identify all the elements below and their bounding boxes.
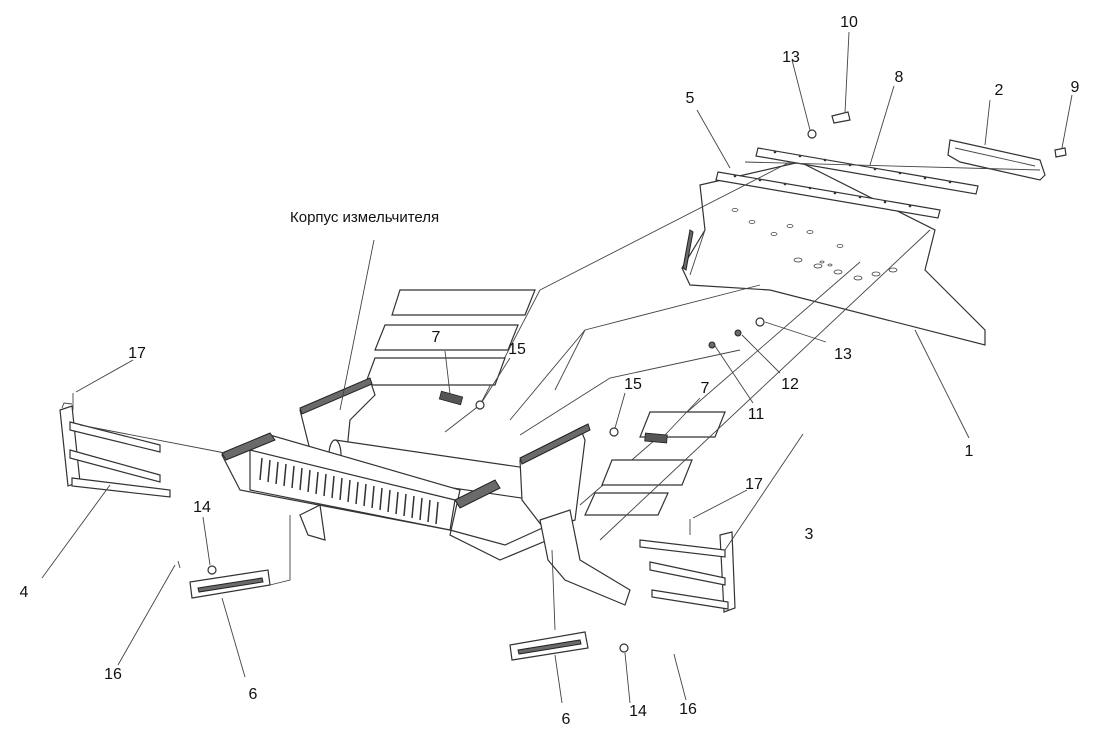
callout-16-left: 16 bbox=[104, 666, 122, 683]
fasteners-top bbox=[708, 111, 1067, 349]
callout-15-left: 15 bbox=[508, 341, 526, 358]
callout-1: 1 bbox=[965, 443, 974, 460]
springs bbox=[438, 390, 668, 444]
callout-5: 5 bbox=[686, 90, 695, 107]
callout-15-right: 15 bbox=[624, 376, 642, 393]
callout-17-left: 17 bbox=[128, 345, 146, 362]
main-housing bbox=[221, 377, 631, 606]
part-4-grate bbox=[59, 402, 171, 498]
callout-4: 4 bbox=[20, 584, 29, 601]
callout-11: 11 bbox=[748, 406, 765, 423]
callout-13-top: 13 bbox=[782, 49, 800, 66]
plate-holes bbox=[731, 208, 898, 281]
callout-3: 3 bbox=[805, 526, 814, 543]
callout-13-right: 13 bbox=[834, 346, 852, 363]
part-8-strip bbox=[755, 147, 979, 195]
callout-16-right: 16 bbox=[679, 701, 697, 718]
leader-lines bbox=[41, 31, 1073, 704]
callout-14-left: 14 bbox=[193, 499, 211, 516]
part-1-plate bbox=[681, 161, 986, 346]
part-2-bracket bbox=[947, 139, 1046, 181]
callout-6-right: 6 bbox=[562, 711, 571, 728]
callout-17-right: 17 bbox=[745, 476, 763, 493]
callout-8: 8 bbox=[895, 69, 904, 86]
callout-12: 12 bbox=[781, 376, 799, 393]
callout-2: 2 bbox=[995, 82, 1004, 99]
callout-9: 9 bbox=[1071, 79, 1080, 96]
callout-10: 10 bbox=[840, 14, 858, 31]
pins bbox=[72, 393, 691, 663]
callout-7-right: 7 bbox=[701, 380, 710, 397]
callouts: 1 2 3 4 5 6 6 7 7 8 9 10 11 12 13 13 14 … bbox=[20, 14, 1080, 728]
part-3-grate bbox=[639, 531, 736, 613]
part-6-latch-right bbox=[509, 631, 629, 661]
callout-14-right: 14 bbox=[629, 703, 647, 720]
part-5-strip bbox=[715, 171, 941, 219]
grille-slots bbox=[259, 457, 439, 525]
callout-6-left: 6 bbox=[249, 686, 258, 703]
nuts-15 bbox=[475, 400, 619, 437]
shredder-body-caption: Корпус измельчителя bbox=[290, 209, 439, 226]
callout-7-left: 7 bbox=[432, 329, 441, 346]
part-6-latch-left bbox=[189, 565, 271, 599]
shredder-body-outline bbox=[364, 161, 861, 516]
